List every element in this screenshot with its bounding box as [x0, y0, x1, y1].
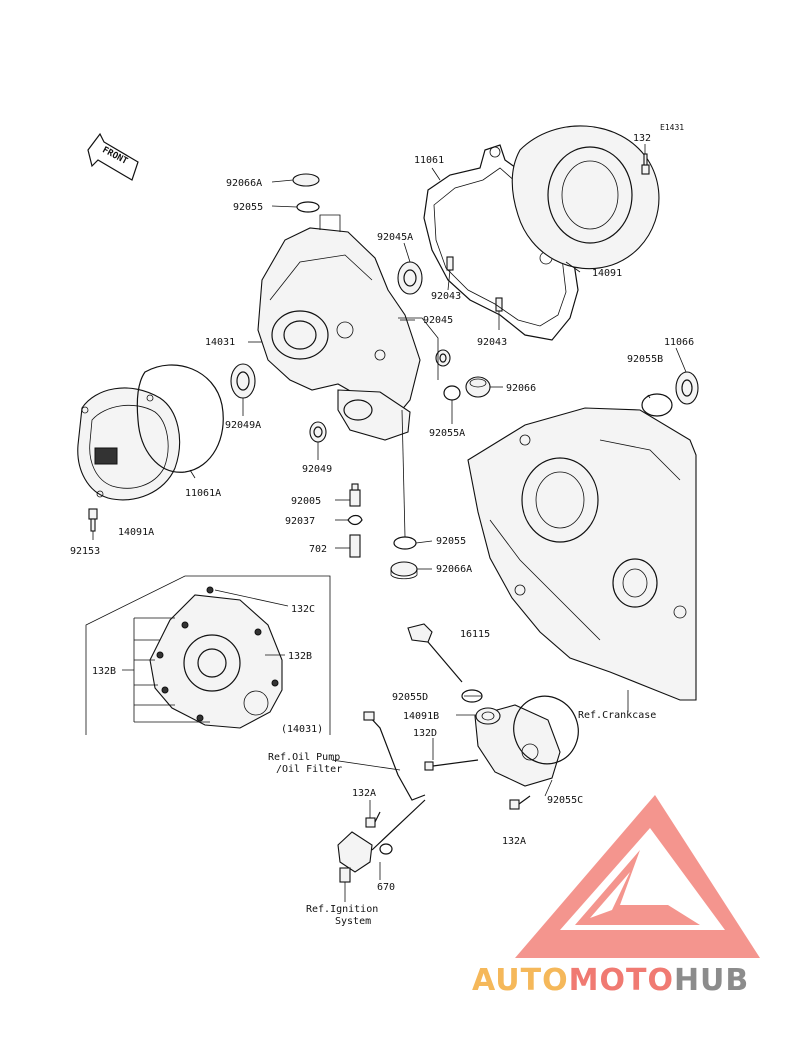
callout-92066a-mid: 92066A [436, 564, 472, 575]
callout-92055-mid: 92055 [436, 536, 466, 547]
code-label: E1431 [660, 123, 684, 132]
inset-detail-14031 [85, 575, 331, 735]
callout-14091: 14091 [592, 268, 622, 279]
plate-14091 [511, 125, 660, 270]
callout-11061: 11061 [414, 155, 444, 166]
callout-92005: 92005 [291, 496, 321, 507]
callout-ref-oil-2: /Oil Filter [276, 764, 342, 775]
callout-132a-left: 132A [352, 788, 376, 799]
callout-92045a: 92045A [377, 232, 413, 243]
callout-92055b: 92055B [627, 354, 663, 365]
callout-132b-left: 132B [92, 666, 116, 677]
watermark-auto: AUTO [472, 963, 569, 998]
callout-92055c: 92055C [547, 795, 583, 806]
watermark-hub: HUB [673, 963, 750, 998]
callout-14091a: 14091A [118, 527, 154, 538]
plug-92066 [465, 376, 491, 398]
gasket-11061 [423, 144, 579, 341]
oring-92055-top [296, 201, 320, 213]
callout-14031: 14031 [205, 337, 235, 348]
seal-92049 [309, 421, 327, 443]
sensor-ignition [337, 799, 426, 883]
watermark-wordmark: AUTOMOTOHUB [472, 963, 792, 1003]
crankcase [467, 407, 697, 701]
callout-670: 670 [377, 882, 395, 893]
seal-92049a [230, 363, 256, 399]
seal-92045 [435, 349, 451, 367]
washer-92066a-top [292, 173, 320, 187]
callout-92153: 92153 [70, 546, 100, 557]
callout-92055a: 92055A [429, 428, 465, 439]
callout-132d: 132D [413, 728, 437, 739]
bolt-132d [424, 759, 479, 771]
oil-pump-rod [367, 714, 426, 801]
callout-132-top: 132 [633, 133, 651, 144]
callout-132c: 132C [291, 604, 315, 615]
outer-cover-14091a [77, 387, 181, 501]
clip-92037 [347, 514, 363, 526]
dowel-92043-b [495, 297, 503, 312]
seal-92045a [397, 261, 423, 295]
callout-14091b: 14091B [403, 711, 439, 722]
pipe-702 [349, 534, 361, 558]
callout-14031-paren: (14031) [281, 724, 323, 735]
fitting-92005 [349, 483, 361, 507]
callout-92037: 92037 [285, 516, 315, 527]
callout-16115: 16115 [460, 629, 490, 640]
callout-labels: E1431 92066A 92055 11061 132 92045A 1409… [70, 123, 694, 927]
bolt-132-top [641, 153, 650, 175]
callout-11066: 11066 [664, 337, 694, 348]
front-arrow-icon: FRONT [87, 132, 139, 181]
seal-11066 [675, 371, 699, 405]
oring-92055c [513, 695, 579, 765]
callout-702: 702 [309, 544, 327, 555]
callout-92049a: 92049A [225, 420, 261, 431]
callout-92049: 92049 [302, 464, 332, 475]
callout-ref-ign-2: System [335, 916, 371, 927]
lower-cover-piece [337, 389, 411, 441]
bolt-92153 [88, 508, 98, 532]
callout-92066: 92066 [506, 383, 536, 394]
watermark-moto: MOTO [568, 963, 674, 998]
bolt-132a-left [365, 811, 381, 828]
watermark-logo [515, 795, 760, 958]
dowel-92043-a [446, 256, 454, 271]
oring-92055b [641, 393, 673, 417]
gasket-11061a [136, 364, 224, 473]
callout-ref-ign-1: Ref.Ignition [306, 904, 378, 915]
callout-11061a: 11061A [185, 488, 221, 499]
callout-92043-b: 92043 [477, 337, 507, 348]
callout-92066a-top: 92066A [226, 178, 262, 189]
main-cover-14031 [257, 214, 421, 419]
oring-92055a [443, 385, 461, 401]
callout-92043-a: 92043 [431, 291, 461, 302]
plug-92066a-mid [390, 561, 418, 580]
oring-670-area [379, 843, 393, 855]
leader-lines [92, 144, 687, 902]
callout-ref-crankcase: Ref.Crankcase [578, 710, 656, 721]
oring-92055-mid [393, 536, 417, 550]
callout-92055-top: 92055 [233, 202, 263, 213]
callout-ref-oil-1: Ref.Oil Pump [268, 752, 340, 763]
callout-132a-right: 132A [502, 836, 526, 847]
callout-92045: 92045 [423, 315, 453, 326]
dipstick-16115 [407, 623, 463, 683]
callout-92055d: 92055D [392, 692, 428, 703]
callout-132b-right: 132B [288, 651, 312, 662]
bolt-132a-right [509, 795, 531, 810]
